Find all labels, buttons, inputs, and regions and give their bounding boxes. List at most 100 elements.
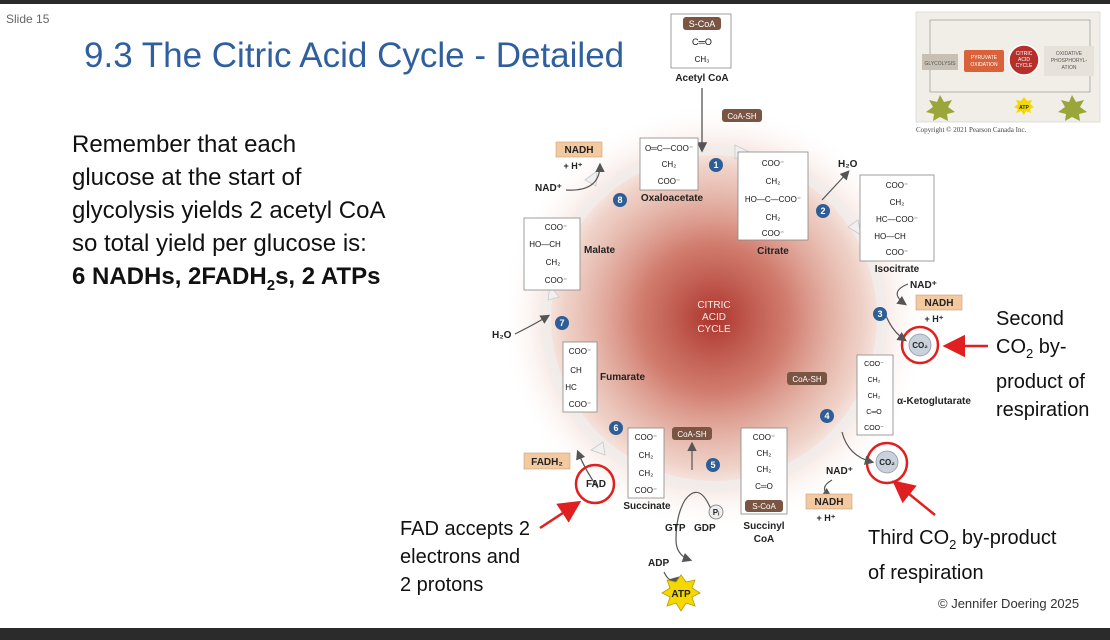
svg-text:Succinyl: Succinyl [743,521,784,532]
body-line: Remember that each [72,131,297,158]
svg-text:4: 4 [824,411,829,421]
step-markers: 1 2 3 4 5 6 7 8 [555,158,887,472]
svg-text:COO⁻: COO⁻ [886,248,908,257]
nadh-tag [555,141,603,158]
svg-text:1: 1 [713,160,718,170]
svg-text:+ H⁺: + H⁺ [563,161,582,171]
svg-text:COO⁻: COO⁻ [864,425,884,432]
svg-text:CH₃: CH₃ [695,55,710,64]
svg-text:NADH: NADH [925,298,954,309]
svg-text:CITRIC: CITRIC [1016,51,1033,57]
svg-text:PYRUVATE: PYRUVATE [971,55,998,61]
svg-text:CH₂: CH₂ [868,393,881,400]
slide-title: 9.3 The Citric Acid Cycle - Detailed [84,36,625,75]
svg-text:CoA-SH: CoA-SH [792,375,822,384]
svg-text:C═O: C═O [866,409,882,416]
body-line: glycolysis yields 2 acetyl CoA [72,197,386,224]
svg-text:COO⁻: COO⁻ [569,347,591,356]
center-label: CITRIC [697,300,730,311]
gdp-label: GDP [694,523,716,534]
nad-reduction-arrow [565,162,605,191]
body-line: glucose at the start of [72,164,302,191]
svg-text:OXIDATION: OXIDATION [970,62,998,68]
succinyl-coa-molecule: COO⁻ CH₂ CH₂ C═O S-CoA Succinyl CoA [740,427,788,545]
svg-text:Isocitrate: Isocitrate [875,264,920,275]
copyright: © Jennifer Doering 2025 [938,596,1080,611]
svg-text:GLYCOLYSIS: GLYCOLYSIS [925,61,957,67]
nad-plus-label: NAD⁺ [826,466,853,477]
svg-text:COO⁻: COO⁻ [635,433,657,442]
svg-text:NADH: NADH [815,497,844,508]
gtp-gdp-loop [675,491,713,563]
fad-callout: FAD accepts 2 electrons and 2 protons [400,518,531,596]
svg-text:HO—CH: HO—CH [529,240,561,249]
svg-text:COO⁻: COO⁻ [864,361,884,368]
second-co2-highlight [900,325,940,365]
bottom-bar [0,628,1110,640]
h2o-label: H₂O [492,330,512,341]
co2-bubble [908,333,932,357]
svg-text:+ H⁺: + H⁺ [816,513,835,523]
malate-molecule: COO⁻ HO—CH CH₂ COO⁻ Malate [523,217,616,291]
svg-text:CoA-SH: CoA-SH [677,430,707,439]
succinate-molecule: COO⁻ CH₂ CH₂ COO⁻ Succinate [623,427,671,512]
svg-text:CH₂: CH₂ [662,160,677,169]
svg-text:Acetyl CoA: Acetyl CoA [675,73,728,84]
body-text: Remember that each glucose at the start … [72,128,432,302]
step-number-marker [709,158,723,172]
svg-text:ATP: ATP [1019,105,1029,111]
co2-release-arrow [841,431,875,465]
inset-copyright: Copyright © 2021 Pearson Canada Inc. [916,126,1027,134]
step-number-marker [706,458,720,472]
adp-label: ADP [648,558,669,569]
svg-text:COO⁻: COO⁻ [635,486,657,495]
svg-text:COO⁻: COO⁻ [658,177,680,186]
nad-plus-label: NAD⁺ [535,183,562,194]
svg-text:COO⁻: COO⁻ [762,159,784,168]
svg-text:CH₂: CH₂ [546,258,561,267]
svg-text:ATION: ATION [1062,65,1077,71]
svg-text:Oxaloacetate: Oxaloacetate [641,193,704,204]
svg-text:CYCLE: CYCLE [1016,63,1033,69]
svg-text:7: 7 [559,318,564,328]
svg-text:FADH₂: FADH₂ [531,457,563,468]
svg-text:CH₂: CH₂ [639,451,654,460]
fad-pointer [539,500,582,530]
citrate-molecule: COO⁻ CH₂ HO—C—COO⁻ CH₂ COO⁻ Citrate [737,151,809,257]
svg-text:HC—COO⁻: HC—COO⁻ [876,215,918,224]
svg-text:HO—C—COO⁻: HO—C—COO⁻ [745,195,801,204]
svg-text:CO₂: CO₂ [912,341,928,350]
adp-atp-arrow [663,571,680,587]
h2o-arrow [821,170,850,201]
pi-bubble [708,504,724,520]
co2-bubble [875,450,899,474]
svg-text:ACID: ACID [1018,57,1030,63]
svg-text:PHOSPHORYL-: PHOSPHORYL- [1051,58,1088,64]
respiration-overview-inset: GLYCOLYSIS PYRUVATE OXIDATION CITRIC ACI… [915,11,1101,123]
svg-text:CH₂: CH₂ [757,465,772,474]
svg-text:O═C—COO⁻: O═C—COO⁻ [645,144,693,153]
svg-text:COO⁻: COO⁻ [753,433,775,442]
svg-text:5: 5 [710,460,715,470]
coa-sh-tag [672,427,712,440]
svg-text:CO₂: CO₂ [879,458,895,467]
svg-text:S-CoA: S-CoA [689,19,716,29]
svg-text:C═O: C═O [692,37,712,47]
coa-sh-tag [722,109,762,122]
nad-plus-label: NAD⁺ [910,280,937,291]
nad-reduction-arrow [896,283,909,306]
svg-text:Citrate: Citrate [757,246,789,257]
svg-text:CH₂: CH₂ [639,469,654,478]
svg-text:CoA: CoA [754,534,775,545]
svg-text:8: 8 [617,195,622,205]
step-number-marker [555,316,569,330]
step-number-marker [820,409,834,423]
step-number-marker [613,193,627,207]
svg-text:CH₂: CH₂ [766,177,781,186]
oxaloacetate-molecule: O═C—COO⁻ CH₂ COO⁻ Oxaloacetate [639,137,704,204]
svg-text:COO⁻: COO⁻ [886,181,908,190]
svg-text:COO⁻: COO⁻ [762,229,784,238]
svg-text:3: 3 [877,309,882,319]
svg-text:CH: CH [570,366,582,375]
